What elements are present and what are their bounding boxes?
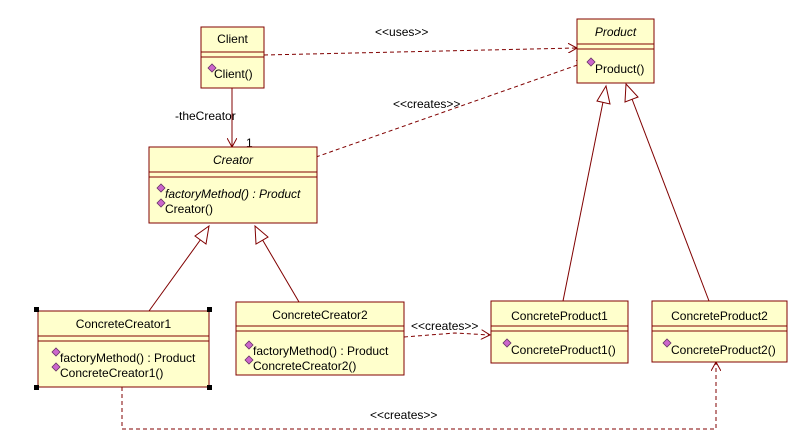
client-class-name: Client	[217, 32, 248, 46]
cp1-op-constructor: ConcreteProduct1()	[511, 343, 616, 357]
cp1-generalization-line[interactable]	[562, 101, 604, 302]
concrete-product2-class-name: ConcreteProduct2	[671, 309, 768, 323]
creator-creates-product-line[interactable]	[315, 62, 586, 158]
product-class-name: Product	[595, 25, 637, 39]
cc1-op-factory-method: factoryMethod() : Product	[60, 351, 196, 365]
cc2-creates-cp1-line[interactable]	[403, 333, 490, 337]
creator-class[interactable]: Creator factoryMethod() : Product Creato…	[148, 146, 318, 224]
selection-handle-icon[interactable]	[207, 307, 212, 312]
multiplicity-label: 1	[246, 136, 253, 150]
cp1-generalization-arrowhead	[596, 84, 611, 105]
operation-icon	[586, 57, 596, 67]
uses-dependency-line[interactable]	[263, 48, 577, 56]
operation-icon	[51, 362, 61, 372]
cp2-generalization-arrowhead	[624, 82, 639, 103]
cc1-generalization-arrowhead	[194, 224, 210, 245]
cp2-op-constructor: ConcreteProduct2()	[671, 343, 776, 357]
operation-icon	[156, 198, 166, 208]
cc1-generalization-line[interactable]	[148, 238, 202, 312]
operation-icon	[244, 340, 254, 350]
uses-label: <<uses>>	[375, 25, 428, 39]
concrete-product1-class[interactable]: ConcreteProduct1 ConcreteProduct1()	[490, 300, 629, 364]
operation-icon	[156, 183, 166, 193]
cc2-op-constructor: ConcreteCreator2()	[253, 359, 356, 373]
creator-op-constructor: Creator()	[165, 202, 213, 216]
concrete-product2-class[interactable]: ConcreteProduct2 ConcreteProduct2()	[651, 300, 788, 363]
cp2-generalization-line[interactable]	[631, 98, 710, 302]
operation-icon	[207, 63, 217, 73]
selection-handle-icon[interactable]	[34, 307, 39, 312]
role-name-label: -theCreator	[175, 109, 236, 123]
selection-handle-icon[interactable]	[207, 385, 212, 390]
cc2-creates-label: <<creates>>	[411, 319, 478, 333]
product-class[interactable]: Product Product()	[576, 18, 655, 84]
creator-creates-label: <<creates>>	[393, 97, 460, 111]
product-op-constructor: Product()	[595, 62, 644, 76]
cc1-op-constructor: ConcreteCreator1()	[60, 366, 163, 380]
cc2-generalization-line[interactable]	[261, 238, 300, 303]
operation-icon	[244, 355, 254, 365]
cc2-generalization-arrowhead	[254, 224, 269, 245]
creator-class-name: Creator	[213, 153, 254, 167]
client-op-constructor: Client()	[214, 67, 253, 81]
concrete-creator2-class-name: ConcreteCreator2	[272, 308, 368, 322]
concrete-product1-class-name: ConcreteProduct1	[511, 309, 608, 323]
cc1-creates-cp2-line[interactable]	[121, 362, 716, 430]
concrete-creator1-class-name: ConcreteCreator1	[76, 317, 172, 331]
operation-icon	[662, 338, 672, 348]
concrete-creator1-class[interactable]: ConcreteCreator1 factoryMethod() : Produ…	[34, 307, 212, 390]
concrete-creator2-class[interactable]: ConcreteCreator2 factoryMethod() : Produ…	[235, 301, 405, 376]
operation-icon	[51, 347, 61, 357]
creator-op-factory-method: factoryMethod() : Product	[165, 187, 301, 201]
cc2-op-factory-method: factoryMethod() : Product	[253, 344, 389, 358]
client-class[interactable]: Client Client()	[200, 26, 265, 89]
operation-icon	[502, 338, 512, 348]
selection-handle-icon[interactable]	[34, 385, 39, 390]
cc1-creates-label: <<creates>>	[370, 408, 437, 422]
